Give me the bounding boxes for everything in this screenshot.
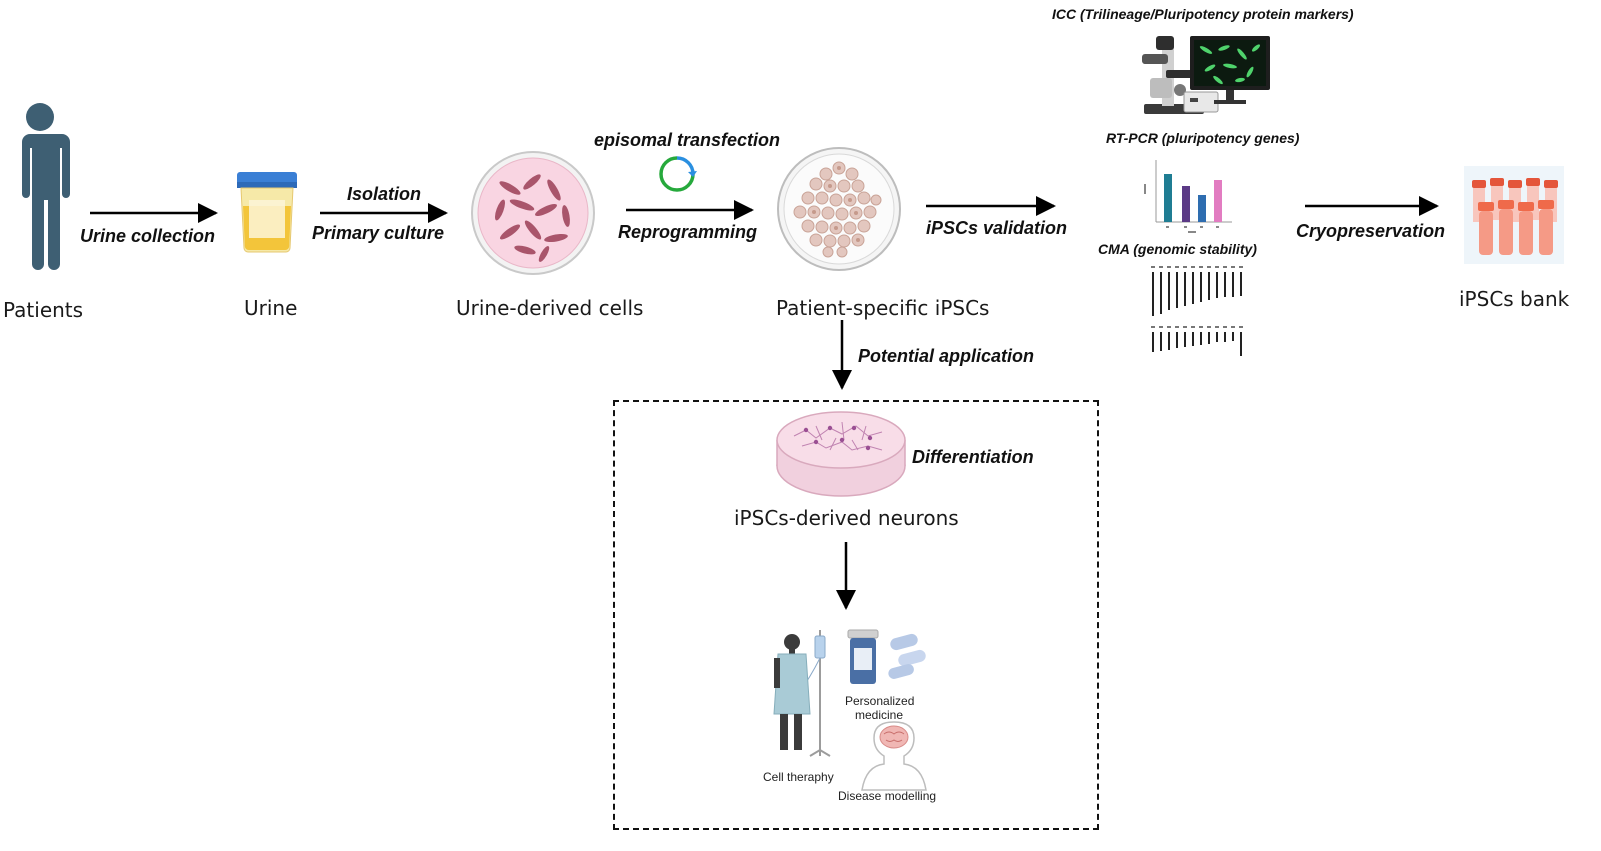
disease-modelling-label: Disease modelling bbox=[838, 789, 937, 803]
arrow-urine-collection bbox=[90, 203, 218, 223]
computer-monitor-icon bbox=[1190, 36, 1270, 104]
ipscs-label: Patient-specific iPSCs bbox=[776, 296, 990, 320]
rtpcr-bar-chart-icon bbox=[1144, 160, 1232, 233]
neurons-label: iPSCs-derived neurons bbox=[734, 506, 959, 530]
urine-label: Urine bbox=[244, 296, 298, 320]
ipsc-dish-icon bbox=[777, 147, 901, 271]
arrow-isolation bbox=[320, 203, 448, 223]
neuron-dish-icon bbox=[776, 411, 906, 497]
step-differentiation: Differentiation bbox=[912, 447, 1034, 467]
step-episomal-transfection: episomal transfection bbox=[594, 130, 781, 150]
patient-person-icon bbox=[18, 103, 70, 270]
medicine-bottle-pills-icon bbox=[847, 629, 926, 684]
urine-cells-label: Urine-derived cells bbox=[456, 296, 644, 320]
step-ipscs-validation: iPSCs validation bbox=[926, 218, 1068, 238]
arrow-to-applications bbox=[836, 542, 856, 610]
cell-therapy-label: Cell theraphy bbox=[763, 770, 834, 784]
cryovial-bank-icon bbox=[1464, 166, 1564, 264]
step-urine-collection: Urine collection bbox=[80, 226, 216, 246]
cma-label: CMA (genomic stability) bbox=[1098, 241, 1257, 257]
step-reprogramming: Reprogramming bbox=[618, 222, 758, 242]
arrow-validation bbox=[926, 196, 1056, 216]
applications-box bbox=[613, 400, 1099, 830]
plasmid-icon bbox=[659, 156, 697, 192]
karyotype-icon bbox=[1151, 266, 1243, 356]
rtpcr-label: RT-PCR (pluripotency genes) bbox=[1106, 130, 1300, 146]
personalized-medicine-label-1: Personalized bbox=[845, 694, 915, 708]
arrow-cryopreservation bbox=[1305, 196, 1439, 216]
step-potential-application: Potential application bbox=[858, 346, 1035, 366]
patients-label: Patients bbox=[3, 298, 84, 322]
brain-head-icon bbox=[861, 721, 927, 791]
urine-cup-icon bbox=[237, 172, 297, 253]
urine-cells-dish-icon bbox=[471, 151, 595, 275]
arrow-reprogramming bbox=[626, 200, 754, 220]
bank-label: iPSCs bank bbox=[1459, 287, 1570, 311]
personalized-medicine-label-2: medicine bbox=[855, 708, 904, 722]
step-primary-culture: Primary culture bbox=[312, 223, 445, 243]
step-isolation: Isolation bbox=[347, 184, 422, 204]
cell-therapy-patient-icon bbox=[773, 630, 831, 757]
icc-label: ICC (Trilineage/Pluripotency protein mar… bbox=[1052, 6, 1354, 22]
step-cryopreservation: Cryopreservation bbox=[1296, 221, 1446, 241]
arrow-potential-application bbox=[832, 320, 852, 390]
